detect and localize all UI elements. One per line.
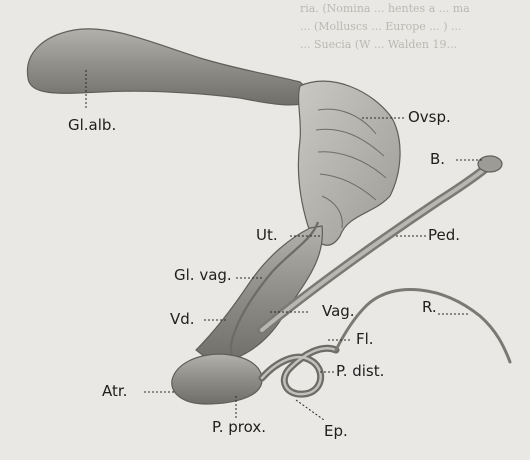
label-albumen-gland: Gl.alb. [68,118,116,133]
label-flagellum: Fl. [356,332,374,347]
label-retractor: R. [422,300,437,315]
penis-loop [262,348,336,394]
label-vaginal-gland: Gl. vag. [174,268,232,283]
ovispermatoduct [298,81,400,245]
label-pedunculus: Ped. [428,228,460,243]
bursa-copulatrix [478,156,502,172]
label-penis-proximal: P. prox. [212,420,266,435]
label-penis-distal: P. dist. [336,364,384,379]
atrium [172,354,262,404]
label-ovispermatoduct: Ovsp. [408,110,451,125]
label-epiphallus: Ep. [324,424,348,439]
label-vas-deferens: Vd. [170,312,195,327]
label-atrium: Atr. [102,384,127,399]
label-uterus: Ut. [256,228,278,243]
label-bursa: B. [430,152,445,167]
albumen-gland [27,29,318,105]
label-vagina: Vag. [322,304,355,319]
